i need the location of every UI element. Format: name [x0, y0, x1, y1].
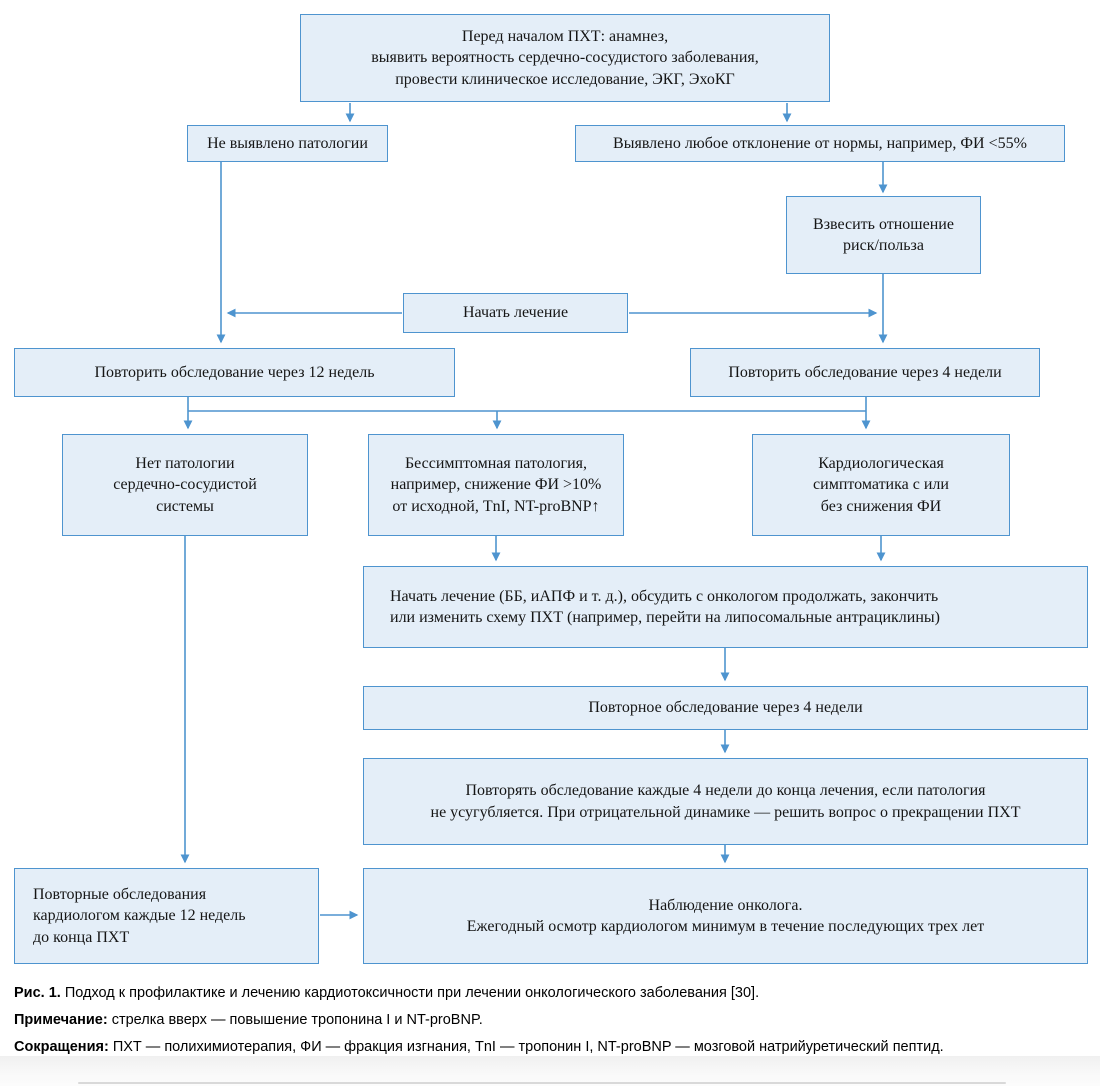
caption-figure-label: Рис. 1.: [14, 985, 61, 1001]
box-recheck-4-weeks: Повторить обследование через 4 недели: [690, 348, 1040, 397]
box-reexam-4-weeks-text: Повторное обследование через 4 недели: [588, 699, 863, 717]
box-no-pathology-text: Не выявлено патологии: [207, 134, 368, 152]
box-recheck-12-weeks: Повторить обследование через 12 недель: [14, 348, 455, 397]
box-repeat-every-4-weeks: Повторять обследование каждые 4 недели д…: [363, 758, 1088, 845]
box-cardiologist-12-weeks-text: Повторные обследования кардиологом кажды…: [33, 886, 246, 946]
box-cardiac-symptoms-text: Кардиологическая симптоматика с или без …: [813, 455, 949, 515]
box-recheck-12-weeks-text: Повторить обследование через 12 недель: [94, 363, 375, 381]
box-repeat-every-4-weeks-text: Повторять обследование каждые 4 недели д…: [430, 782, 1021, 821]
box-deviation-found-text: Выявлено любое отклонение от нормы, напр…: [613, 134, 1027, 152]
figure-caption: Рис. 1. Подход к профилактике и лечению …: [14, 984, 1086, 1065]
caption-figure-line: Рис. 1. Подход к профилактике и лечению …: [14, 984, 1086, 1002]
box-treat-and-discuss-text: Начать лечение (ББ, иАПФ и т. д.), обсуд…: [390, 587, 940, 626]
box-deviation-found: Выявлено любое отклонение от нормы, напр…: [575, 125, 1065, 162]
box-oncologist-followup-text: Наблюдение онколога. Ежегодный осмотр ка…: [466, 896, 985, 935]
box-no-cv-pathology-text: Нет патологии сердечно-сосудистой систем…: [113, 455, 257, 515]
caption-note-line: Примечание: стрелка вверх — повышение тр…: [14, 1011, 1086, 1029]
caption-abbreviations-label: Сокращения:: [14, 1039, 109, 1056]
box-pre-chemo-assessment: Перед началом ПХТ: анамнез, выявить веро…: [300, 14, 830, 102]
box-reexam-4-weeks: Повторное обследование через 4 недели: [363, 686, 1088, 730]
box-pre-chemo-text: Перед началом ПХТ: анамнез, выявить веро…: [371, 28, 759, 88]
box-treat-and-discuss: Начать лечение (ББ, иАПФ и т. д.), обсуд…: [363, 566, 1088, 648]
box-recheck-4-weeks-text: Повторить обследование через 4 недели: [728, 363, 1002, 381]
caption-abbreviations-text: ПХТ — полихимиотерапия, ФИ — фракция изг…: [112, 1039, 944, 1056]
box-start-treatment: Начать лечение: [403, 293, 628, 333]
box-no-cv-pathology: Нет патологии сердечно-сосудистой систем…: [62, 434, 308, 536]
bottom-divider: [78, 1082, 1006, 1084]
box-risk-benefit-text: Взвесить отношение риск/польза: [813, 215, 954, 254]
box-no-pathology: Не выявлено патологии: [187, 125, 388, 162]
footer-strip: [0, 1056, 1100, 1086]
box-asymptomatic-pathology-text: Бессимптомная патология, например, сниже…: [390, 455, 602, 515]
caption-note-label: Примечание:: [14, 1012, 108, 1029]
box-cardiologist-12-weeks: Повторные обследования кардиологом кажды…: [14, 868, 319, 964]
box-start-treatment-text: Начать лечение: [462, 304, 569, 322]
box-cardiac-symptoms: Кардиологическая симптоматика с или без …: [752, 434, 1010, 536]
caption-note-text: стрелка вверх — повышение тропонина I и …: [111, 1012, 483, 1029]
box-oncologist-followup: Наблюдение онколога. Ежегодный осмотр ка…: [363, 868, 1088, 964]
box-risk-benefit: Взвесить отношение риск/польза: [786, 196, 981, 274]
caption-figure-text: Подход к профилактике и лечению кардиото…: [64, 985, 760, 1001]
caption-abbreviations-line: Сокращения: ПХТ — полихимиотерапия, ФИ —…: [14, 1038, 1086, 1056]
box-asymptomatic-pathology: Бессимптомная патология, например, сниже…: [368, 434, 624, 536]
